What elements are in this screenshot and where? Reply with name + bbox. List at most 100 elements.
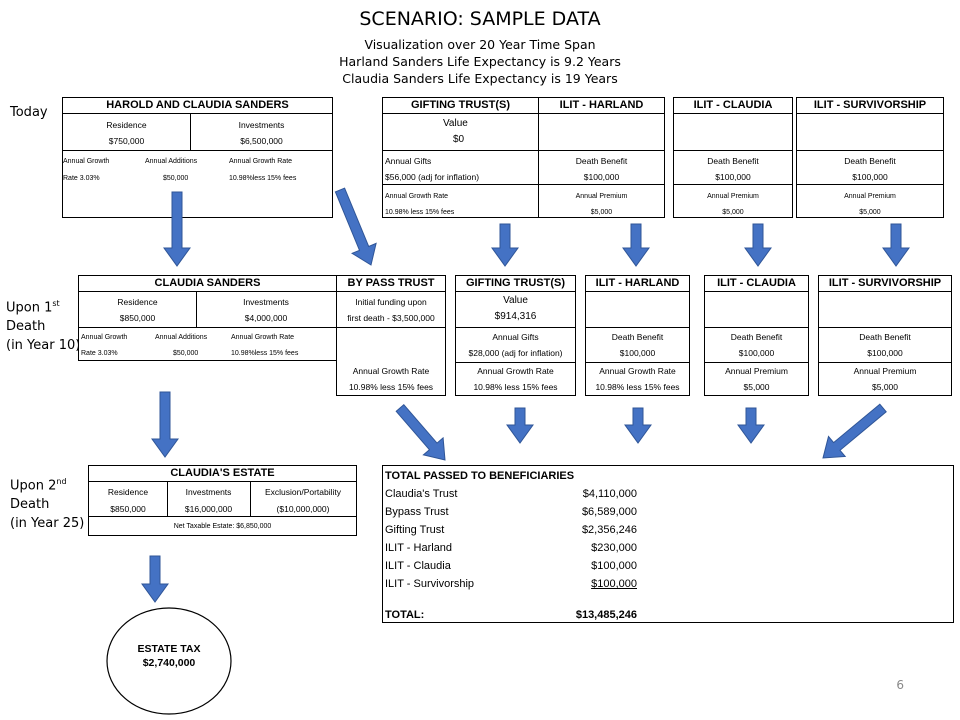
flow-arrow <box>822 403 887 459</box>
claudia-rate-value: 10.98%less 15% fees <box>231 350 299 357</box>
couple-rate-value: 10.98%less 15% fees <box>229 175 297 182</box>
ilit-claudia-title-today: ILIT - CLAUDIA <box>674 98 792 114</box>
flow-arrow <box>491 223 519 267</box>
couple-growth-value: Rate 3.03% <box>63 175 100 182</box>
total-item-label: Bypass Trust <box>385 506 449 518</box>
ilit-harland-box-first: ILIT - HARLAND Death Benefit $100,000 An… <box>585 275 690 396</box>
couple-title: HAROLD AND CLAUDIA SANDERS <box>63 98 332 114</box>
label-second-death: Upon 2nd Death (in Year 25) <box>10 477 85 532</box>
flow-arrow <box>506 407 534 444</box>
claudia-additions-label: Annual Additions <box>155 334 208 341</box>
gifting-gifts-label-first: Annual Gifts <box>492 332 539 342</box>
estate-residence-value: $850,000 <box>110 504 146 514</box>
ilit-survivorship-box-today: ILIT - SURVIVORSHIP Death Benefit $100,0… <box>796 97 944 218</box>
bypass-funding-line2: first death - $3,500,000 <box>347 313 435 323</box>
total-item-label: ILIT - Harland <box>385 542 453 554</box>
total-item-value: $4,110,000 <box>582 488 637 500</box>
flow-arrow <box>334 187 377 266</box>
flow-arrow <box>622 223 650 267</box>
ilit-claudia-prem-label-first: Annual Premium <box>725 366 788 376</box>
claudia-investments-value: $4,000,000 <box>244 313 288 323</box>
couple-additions-label: Annual Additions <box>145 158 198 165</box>
couple-rate-label: Annual Growth Rate <box>229 158 293 165</box>
gifting-value-label-first: Value <box>503 295 528 306</box>
estate-tax-label: ESTATE TAX <box>138 643 201 655</box>
estate-investments-value: $16,000,000 <box>184 504 233 514</box>
bypass-funding-line1: Initial funding upon <box>355 297 427 307</box>
couple-box: HAROLD AND CLAUDIA SANDERS Residence $75… <box>62 97 333 218</box>
bypass-trust-title: BY PASS TRUST <box>337 276 445 292</box>
couple-residence-value: $750,000 <box>108 136 145 146</box>
ilit-harland-db-label-today: Death Benefit <box>575 156 628 166</box>
claudia-additions-value: $50,000 <box>173 350 199 357</box>
ilit-claudia-title-first: ILIT - CLAUDIA <box>705 276 808 292</box>
total-beneficiaries-title: TOTAL PASSED TO BENEFICIARIES <box>385 470 575 482</box>
ilit-surv-prem-value-today: $5,000 <box>859 209 881 216</box>
total-item-label: ILIT - Survivorship <box>385 578 475 590</box>
ilit-claudia-db-value-today: $100,000 <box>715 172 751 182</box>
ilit-harland-prem-label-today: Annual Premium <box>575 193 628 200</box>
total-item-label: Claudia's Trust <box>385 488 458 500</box>
claudia-sanders-title: CLAUDIA SANDERS <box>79 276 336 292</box>
flow-arrow <box>151 391 179 458</box>
gifting-value-label-today: Value <box>443 118 468 129</box>
ilit-surv-db-label-today: Death Benefit <box>844 156 896 166</box>
ilit-harland-title-today: ILIT - HARLAND <box>539 98 664 114</box>
ilit-survivorship-title-first: ILIT - SURVIVORSHIP <box>819 276 951 292</box>
subtitle-claudia-life: Claudia Sanders Life Expectancy is 19 Ye… <box>342 71 618 86</box>
label-today: Today <box>10 105 48 120</box>
claudia-rate-label: Annual Growth Rate <box>231 334 295 341</box>
gifting-rate-value-today: 10.98% less 15% fees <box>385 209 455 216</box>
total-label: TOTAL: <box>385 609 425 621</box>
claudia-growth-label: Annual Growth <box>81 334 128 341</box>
flow-arrow <box>744 223 772 267</box>
ilit-harland-rate-label-first: Annual Growth Rate <box>599 366 676 376</box>
ilit-harland-db-value-today: $100,000 <box>583 172 620 182</box>
gifting-gifts-value-today: $56,000 (adj for inflation) <box>385 172 480 182</box>
flow-arrow <box>624 407 652 444</box>
ilit-claudia-db-value-first: $100,000 <box>738 348 775 358</box>
gifting-trust-title-first: GIFTING TRUST(S) <box>456 276 575 292</box>
flow-arrow <box>737 407 765 444</box>
ilit-surv-db-value-today: $100,000 <box>852 172 888 182</box>
gifting-trust-box-today: GIFTING TRUST(S) Value $0 Annual Gifts $… <box>382 97 539 218</box>
ilit-harland-title-first: ILIT - HARLAND <box>586 276 689 292</box>
ilit-claudia-box-today: ILIT - CLAUDIA Death Benefit $100,000 An… <box>673 97 793 218</box>
gifting-gifts-value-first: $28,000 (adj for inflation) <box>468 348 563 358</box>
bypass-rate-label: Annual Growth Rate <box>352 366 430 376</box>
claudia-residence-value: $850,000 <box>119 313 156 323</box>
gifting-rate-value-first: 10.98% less 15% fees <box>473 382 558 392</box>
ilit-surv-db-label-first: Death Benefit <box>859 332 911 342</box>
claudias-estate-title: CLAUDIA'S ESTATE <box>89 466 356 482</box>
ilit-survivorship-box-first: ILIT - SURVIVORSHIP Death Benefit $100,0… <box>818 275 952 396</box>
ilit-surv-db-value-first: $100,000 <box>867 348 903 358</box>
flow-arrow <box>395 403 446 461</box>
total-value: $13,485,246 <box>575 609 637 621</box>
estate-tax-circle <box>106 607 232 715</box>
subtitle-harland-life: Harland Sanders Life Expectancy is 9.2 Y… <box>339 54 621 69</box>
bypass-trust-box: BY PASS TRUST Initial funding upon first… <box>336 275 446 396</box>
ilit-survivorship-title-today: ILIT - SURVIVORSHIP <box>797 98 943 114</box>
claudias-estate-box: CLAUDIA'S ESTATE Residence $850,000 Inve… <box>88 465 357 536</box>
estate-exclusion-value: ($10,000,000) <box>276 504 330 514</box>
scenario-title: SCENARIO: SAMPLE DATA <box>359 8 601 30</box>
page-number: 6 <box>896 678 904 692</box>
estate-investments-label: Investments <box>185 487 232 497</box>
gifting-value-first: $914,316 <box>494 311 537 322</box>
couple-growth-label: Annual Growth <box>63 158 110 165</box>
ilit-harland-prem-value-today: $5,000 <box>590 209 613 216</box>
gifting-trust-title-today: GIFTING TRUST(S) <box>383 98 538 114</box>
ilit-claudia-prem-label-today: Annual Premium <box>707 193 759 200</box>
claudia-sanders-box: CLAUDIA SANDERS Residence $850,000 Inves… <box>78 275 337 361</box>
ilit-surv-prem-label-first: Annual Premium <box>853 366 917 376</box>
ilit-harland-rate-value-first: 10.98% less 15% fees <box>595 382 680 392</box>
total-beneficiaries-box: TOTAL PASSED TO BENEFICIARIES Claudia's … <box>382 465 954 623</box>
bypass-rate-value: 10.98% less 15% fees <box>348 382 434 392</box>
ilit-claudia-prem-value-today: $5,000 <box>722 209 744 216</box>
claudia-growth-value: Rate 3.03% <box>81 350 118 357</box>
ilit-claudia-db-label-first: Death Benefit <box>730 332 783 342</box>
total-item-label: ILIT - Claudia <box>385 560 451 572</box>
ilit-claudia-box-first: ILIT - CLAUDIA Death Benefit $100,000 An… <box>704 275 809 396</box>
flow-arrow <box>141 555 169 603</box>
